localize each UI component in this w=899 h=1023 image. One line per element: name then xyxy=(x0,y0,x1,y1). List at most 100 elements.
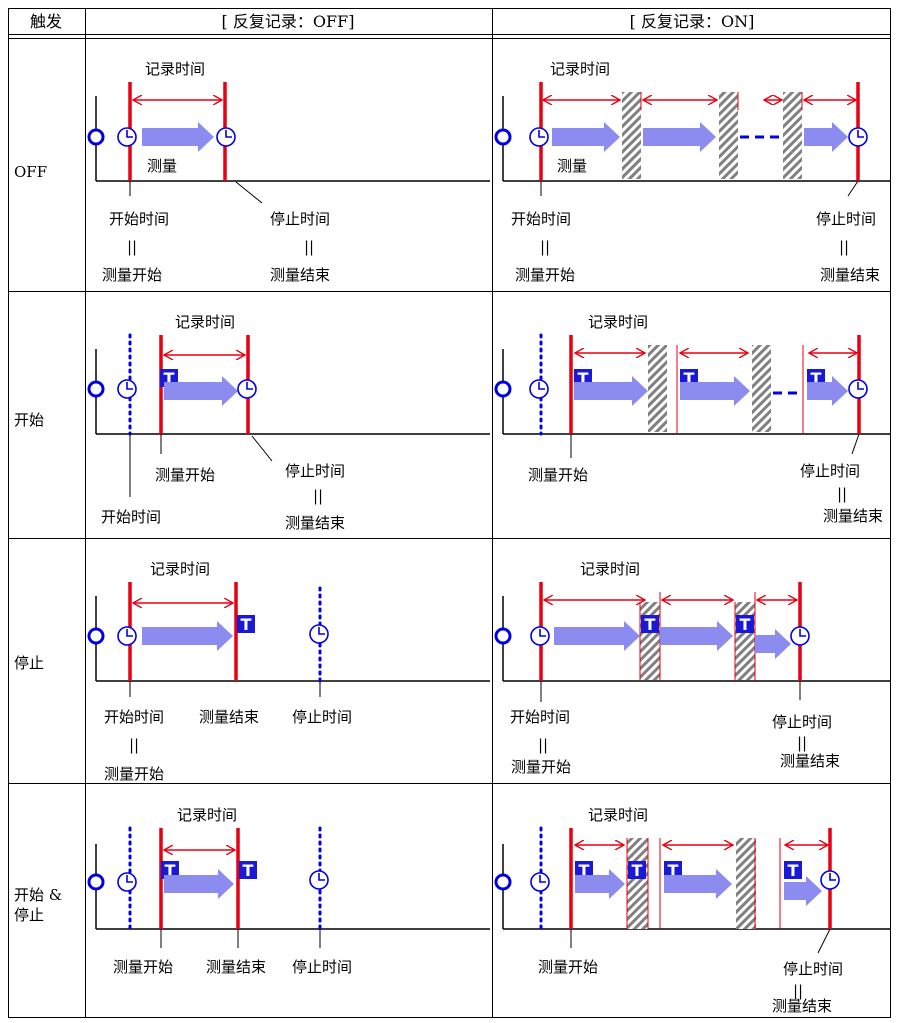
label-stop-time: 停止时间 xyxy=(292,708,352,726)
label-record-time: 记录时间 xyxy=(550,60,610,78)
label-stop-time: 停止时间 xyxy=(270,210,330,228)
clock-hands xyxy=(126,875,133,883)
trigger-letter: T xyxy=(811,369,822,388)
label-measure-start: 测量开始 xyxy=(511,758,571,776)
row-label-start: 开始 xyxy=(14,411,44,429)
label-stop-time: 停止时间 xyxy=(772,713,832,731)
label-equals: || xyxy=(839,238,849,256)
label-measure-end: 测量结束 xyxy=(199,708,259,726)
header-repeat-off: [ 反复记录：OFF] xyxy=(222,12,355,31)
gap-hatch xyxy=(719,92,738,179)
row-label-start-stop-1: 开始 & xyxy=(14,886,62,904)
measurement-arrow xyxy=(554,621,640,651)
clock-icon xyxy=(848,379,868,399)
measurement-arrow xyxy=(660,621,733,651)
start-circle-icon xyxy=(494,128,512,146)
clock-hands xyxy=(538,130,545,138)
trigger-box xyxy=(664,861,682,879)
clock-icon xyxy=(309,624,329,644)
clock-hands xyxy=(539,875,546,883)
measurement-arrow xyxy=(552,122,620,152)
row-label-off: OFF xyxy=(14,163,47,181)
trigger-box xyxy=(237,615,255,633)
trigger-box xyxy=(239,861,257,879)
label-measure-end: 测量结束 xyxy=(823,507,883,525)
trigger-letter: T xyxy=(165,861,176,880)
trigger-icon: T xyxy=(575,861,593,880)
label-measure-end: 测量结束 xyxy=(206,958,266,976)
trigger-box xyxy=(784,861,802,879)
trigger-letter: T xyxy=(578,369,589,388)
label-equals: || xyxy=(127,238,137,256)
label-measure-end: 测量结束 xyxy=(285,514,345,532)
label-record-time: 记录时间 xyxy=(150,560,210,578)
trigger-letter: T xyxy=(788,861,799,880)
trigger-icon: T xyxy=(664,861,682,880)
trigger-box xyxy=(641,615,659,633)
gap-hatch xyxy=(640,602,660,680)
gap-hatch xyxy=(648,345,667,432)
clock-icon xyxy=(529,127,549,147)
clock-icon xyxy=(820,870,840,890)
label-stop-time: 停止时间 xyxy=(292,958,352,976)
gap-hatch xyxy=(735,602,755,680)
clock-icon xyxy=(117,127,137,147)
trigger-letter: T xyxy=(740,615,751,634)
trigger-letter: T xyxy=(632,861,643,880)
clock-icon xyxy=(529,379,549,399)
row-label-start-stop-2: 停止 xyxy=(14,906,44,924)
label-measure-start: 测量开始 xyxy=(104,765,164,783)
leader-line xyxy=(235,181,263,204)
clock-hands xyxy=(126,130,133,138)
trigger-letter: T xyxy=(645,615,656,634)
label-measure-start: 测量开始 xyxy=(538,958,598,976)
measurement-arrow xyxy=(804,122,848,152)
trigger-box xyxy=(628,861,646,879)
label-record-time: 记录时间 xyxy=(145,60,205,78)
trigger-icon: T xyxy=(784,861,802,880)
leader-line xyxy=(251,435,273,462)
measurement-arrow xyxy=(575,869,625,899)
label-equals: || xyxy=(797,734,807,752)
timing-diagrams: 记录时间测量开始时间停止时间||||测量开始测量结束记录时间测量开始时间停止时间… xyxy=(87,60,890,1015)
start-circle-icon xyxy=(87,128,105,146)
clock-hands xyxy=(318,627,325,635)
label-start-time: 开始时间 xyxy=(109,210,169,228)
label-record-time: 记录时间 xyxy=(580,560,640,578)
clock-icon xyxy=(790,626,810,646)
clock-hands xyxy=(126,629,133,637)
clock-hands xyxy=(225,130,232,138)
trigger-letter: T xyxy=(164,369,175,388)
leader-line xyxy=(851,433,860,455)
measurement-arrow xyxy=(643,122,716,152)
trigger-icon: T xyxy=(628,861,646,880)
label-equals: || xyxy=(793,982,803,1000)
label-measure-end: 测量结束 xyxy=(780,752,840,770)
start-circle-icon xyxy=(494,380,512,398)
trigger-icon: T xyxy=(239,861,257,880)
clock-icon xyxy=(848,127,868,147)
clock-icon xyxy=(530,626,550,646)
measurement-arrow xyxy=(680,376,750,406)
clock-hands xyxy=(126,382,133,390)
measurement-arrow xyxy=(164,869,234,899)
label-measure-start: 测量开始 xyxy=(528,466,588,484)
trigger-icon: T xyxy=(641,615,659,634)
clock-icon xyxy=(216,127,236,147)
clock-hands xyxy=(829,873,836,881)
label-start-time: 开始时间 xyxy=(101,508,161,526)
gap-hatch xyxy=(736,838,756,929)
measurement-arrow xyxy=(574,376,648,406)
header-repeat-on: [ 反复记录：ON] xyxy=(630,12,755,31)
measurement-arrow xyxy=(164,376,238,406)
clock-hands xyxy=(318,873,325,881)
clock-hands xyxy=(538,382,545,390)
gap-hatch xyxy=(752,345,771,432)
measurement-arrow xyxy=(807,376,848,406)
trigger-letter: T xyxy=(684,369,695,388)
trigger-icon: T xyxy=(237,615,255,634)
clock-hands xyxy=(539,629,546,637)
label-record-time: 记录时间 xyxy=(175,313,235,331)
